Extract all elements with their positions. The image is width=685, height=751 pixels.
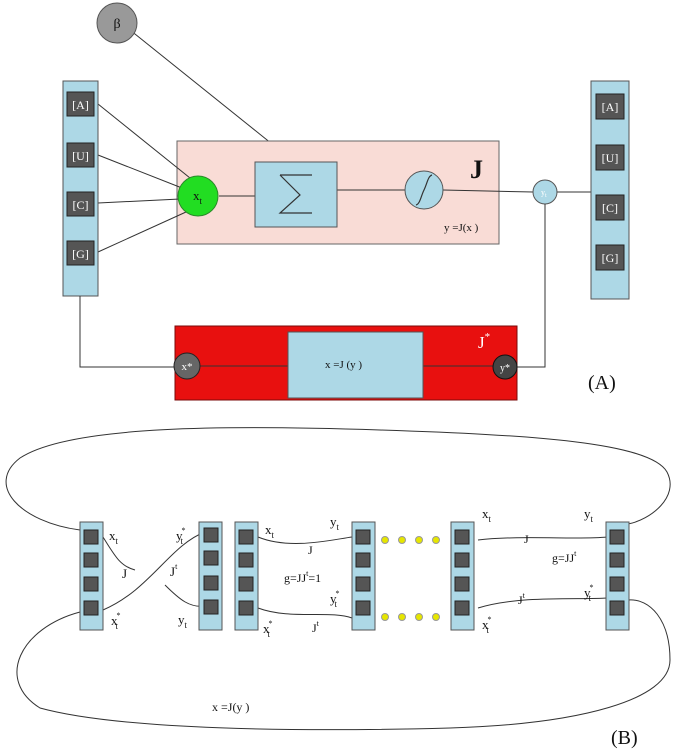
wire-c-x [97,198,181,204]
wire-input-xstar [79,296,175,368]
wire-u-x [97,154,183,189]
label-b-jt-1: Jt [170,562,178,579]
j-box-label: J [470,155,483,184]
caption-a: (A) [588,372,616,394]
xstar-node [173,352,201,380]
input-cell-u: [U] [66,142,95,168]
column-b2 [198,521,223,631]
output-cell-a: [A] [595,93,625,120]
wire-b7 [477,597,608,609]
label-b-g: g=JJt [552,549,577,565]
j-formula: y =J(x ) [444,222,479,234]
sigma-icon [278,174,312,214]
column-b6 [605,521,630,631]
bottom-loop-wire [16,599,671,731]
sum-box [254,161,338,228]
column-b4 [351,521,376,631]
beta-wire [129,29,293,161]
svg-text:[G]: [G] [72,247,89,261]
svg-text:[C]: [C] [73,198,89,212]
output-cell-u: [U] [595,144,625,171]
wire-sig-y [442,189,534,193]
label-b-xt-2: xt [265,522,275,540]
top-loop-wire [5,427,671,531]
wire-g-x [97,211,187,253]
label-b-yt-1: yt [178,612,188,630]
input-cell-a: [A] [66,91,95,117]
label-b-xstar-2: x*t [263,619,273,639]
beta-label: β [113,17,120,32]
label-b-ystar-2: y*t [330,589,340,609]
wire-y-ystar [517,204,546,368]
label-b-ystar-1: y*t [176,526,186,546]
wire-a-x [97,103,191,179]
wire-b4 [257,536,353,544]
svg-text:[U]: [U] [72,149,89,163]
label-b-xt-1: xt [109,528,119,546]
y-node-label: yt [541,188,547,199]
ystar-node [492,354,518,380]
column-b1 [79,521,104,631]
label-b-yt-3: yt [584,506,594,524]
ystar-label: y* [500,363,510,374]
label-b-yt-2: yt [330,514,340,532]
integral-icon [415,174,433,206]
wire-b5 [257,607,353,619]
svg-text:[C]: [C] [602,201,618,215]
label-b-g-identity: g=JJt=1 [284,569,321,585]
wire-b2 [102,531,206,611]
y-node [532,179,558,205]
output-cell-g: [G] [595,244,625,271]
jstar-formula: x =J (y ) [325,359,362,371]
label-b-j-3: J [524,532,529,546]
svg-text:[U]: [U] [602,151,619,165]
j-box [176,140,500,245]
ellipsis-dots-top [381,536,440,544]
svg-text:[A]: [A] [72,98,89,112]
x-node [177,175,219,217]
label-b-jt-2: Jt [312,619,320,635]
label-b-j-2: J [308,543,313,557]
label-b-xstar-1: x*t [111,611,121,631]
panel-a: β J [A] [U] [C] [G] [62,2,630,401]
xstar-label: x* [182,361,193,373]
input-cell-g: [G] [66,240,95,266]
label-b-xt-3: xt [482,506,492,524]
input-cell-c: [C] [66,191,95,217]
svg-text:[G]: [G] [602,251,619,265]
column-b5 [450,521,475,631]
wire-b1 [102,536,136,571]
label-b-jt-3: Jt [518,591,526,607]
x-node-label: xt [193,188,203,206]
label-b-xstar-3: x*t [482,615,492,635]
label-b-j-1: J [122,566,127,581]
bottom-formula: x =J(y ) [212,700,249,714]
inverse-box [287,331,424,399]
wire-b6 [477,536,608,541]
panel-b: xt x*t J y*t Jt yt xt yt J g=JJt=1 y*t x… [5,427,671,749]
jstar-label: J* [478,331,490,352]
svg-text:[A]: [A] [602,100,619,114]
output-cell-c: [C] [595,194,625,221]
caption-b: (B) [611,727,638,749]
column-b3 [234,521,259,631]
beta-node [96,2,138,44]
ellipsis-dots-bottom [381,613,440,621]
label-b-ystar-3: y*t [584,583,594,603]
